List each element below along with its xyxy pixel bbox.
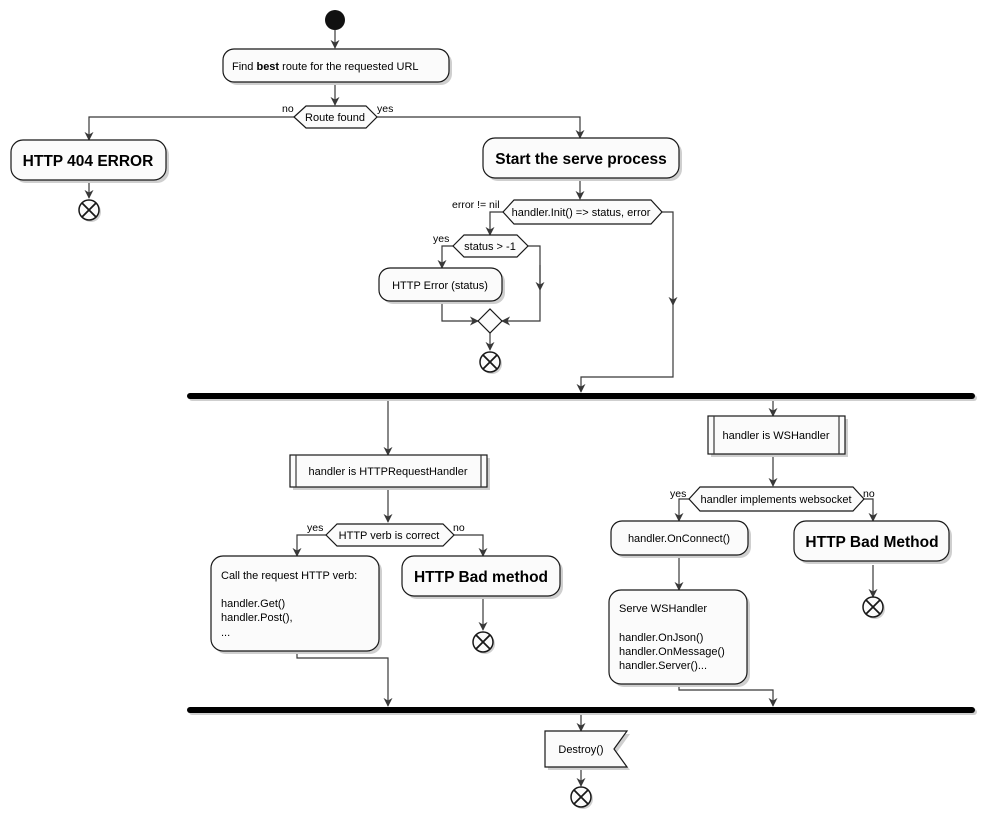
end-node-final: [570, 786, 593, 809]
svg-text:handler is HTTPRequestHandler: handler is HTTPRequestHandler: [309, 466, 468, 478]
route-no-label: no: [282, 103, 294, 115]
call-verb-activity: Call the request HTTP verb: handler.Get(…: [210, 555, 382, 654]
serve-ws-activity: Serve WSHandler handler.OnJson() handler…: [608, 589, 750, 687]
svg-text:Destroy(): Destroy(): [558, 744, 603, 756]
route-yes-label: yes: [377, 103, 393, 115]
svg-text:handler implements websocket: handler implements websocket: [700, 494, 851, 506]
svg-text:handler.Init() => status, erro: handler.Init() => status, error: [512, 207, 651, 219]
svg-text:HTTP Error (status): HTTP Error (status): [392, 280, 488, 292]
init-error-label: error != nil: [452, 199, 500, 211]
http-bad-method-upper-activity: HTTP Bad Method: [793, 520, 952, 564]
ws-no-label: no: [863, 488, 875, 500]
svg-text:...: ...: [221, 627, 230, 639]
ws-yes-label: yes: [670, 488, 686, 500]
verb-no-label: no: [453, 522, 465, 534]
http-404-activity: HTTP 404 ERROR: [10, 139, 169, 183]
merge-diamond: [477, 308, 503, 334]
ws-handler-activity: handler is WSHandler: [707, 415, 848, 457]
svg-text:Call the request HTTP verb:: Call the request HTTP verb:: [221, 570, 357, 582]
start-serve-activity: Start the serve process: [482, 137, 682, 181]
svg-text:handler.Post(),: handler.Post(),: [221, 612, 293, 624]
svg-text:handler is WSHandler: handler is WSHandler: [723, 430, 830, 442]
svg-text:Serve WSHandler: Serve WSHandler: [619, 603, 707, 615]
route-found-decision: Route found: [293, 105, 378, 129]
status-yes-label: yes: [433, 233, 449, 245]
http-request-handler-activity: handler is HTTPRequestHandler: [289, 454, 490, 490]
svg-text:HTTP 404 ERROR: HTTP 404 ERROR: [23, 153, 154, 170]
svg-text:HTTP Bad method: HTTP Bad method: [414, 569, 548, 586]
end-node-bad-method-lower: [472, 631, 495, 654]
status-check-decision: status > -1: [452, 234, 529, 258]
svg-text:Find best route for the reques: Find best route for the requested URL: [232, 61, 419, 73]
svg-text:Start the serve process: Start the serve process: [495, 151, 666, 168]
http-error-status-activity: HTTP Error (status): [378, 267, 505, 304]
end-node-404: [78, 199, 101, 222]
on-connect-activity: handler.OnConnect(): [610, 520, 751, 558]
http-bad-method-lower-activity: HTTP Bad method: [401, 555, 563, 599]
destroy-activity: Destroy(): [544, 730, 630, 770]
svg-text:handler.Server()...: handler.Server()...: [619, 660, 707, 672]
svg-text:handler.OnConnect(): handler.OnConnect(): [628, 533, 730, 545]
verb-yes-label: yes: [307, 522, 323, 534]
end-node-bad-method-upper: [862, 596, 885, 619]
find-route-activity: Find best route for the requested URL: [222, 48, 452, 85]
svg-text:HTTP Bad Method: HTTP Bad Method: [805, 534, 938, 551]
svg-text:handler.OnJson(): handler.OnJson(): [619, 632, 703, 644]
svg-text:HTTP verb is correct: HTTP verb is correct: [339, 530, 440, 542]
svg-text:Route found: Route found: [305, 112, 365, 124]
join-bar: [187, 707, 975, 713]
edges: [84, 30, 878, 787]
fork-bar: [187, 393, 975, 399]
implements-ws-decision: handler implements websocket: [688, 486, 865, 512]
end-node-status: [479, 351, 502, 374]
svg-text:handler.Get(): handler.Get(): [221, 598, 285, 610]
svg-text:handler.OnMessage(): handler.OnMessage(): [619, 646, 725, 658]
handler-init-decision: handler.Init() => status, error: [502, 199, 663, 225]
http-verb-decision: HTTP verb is correct: [325, 523, 455, 547]
start-node: [325, 10, 345, 30]
svg-text:status > -1: status > -1: [464, 241, 516, 253]
